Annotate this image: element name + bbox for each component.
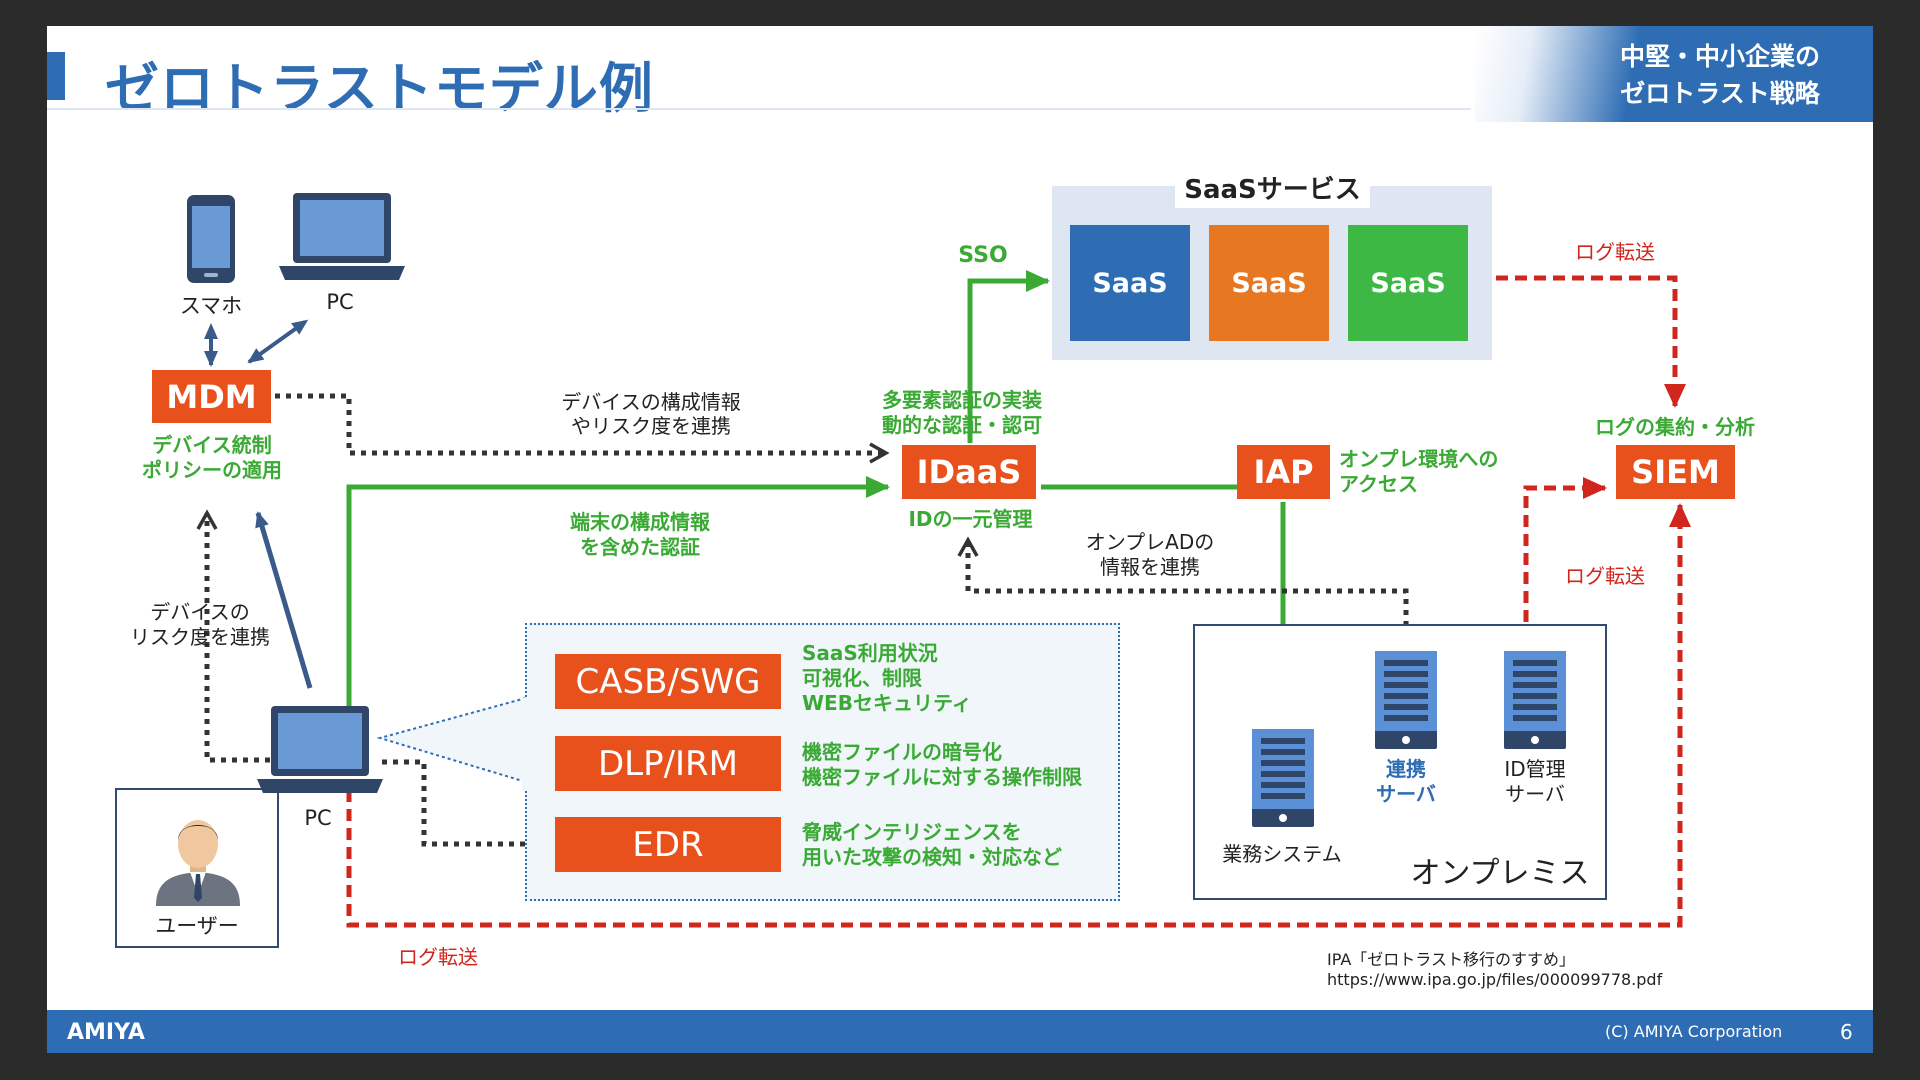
saas-siem-log-arrow [1496,275,1686,408]
footer-brand: AMIYA [67,1020,145,1045]
header-badge [1475,26,1873,122]
callout-pointer [376,697,527,783]
saas-panel-title: SaaSサービス [1175,166,1370,208]
user-laptop-icon [257,706,383,793]
id-server-label: ID管理 サーバ [1485,757,1585,807]
sso-label: SSO [958,243,1008,268]
saas-tile-3: SaaS [1348,225,1468,341]
endpoint-auth-line-1: 端末の構成情報 [570,510,710,534]
link-server-icon [1375,651,1437,749]
saas-tile-1: SaaS [1070,225,1190,341]
reference-citation: IPA「ゼロトラスト移行のすすめ」 https://www.ipa.go.jp/… [1327,950,1662,990]
edr-description: 脅威インテリジェンスを 用いた攻撃の検知・対応など [802,820,1062,870]
link-server-line-2: サーバ [1376,782,1436,806]
footer-copyright: (C) AMIYA Corporation [1605,1022,1783,1041]
casb-desc-line-1: SaaS利用状況 [802,641,938,665]
idaas-above-line-2: 動的な認証・認可 [882,413,1042,437]
idaas-box: IDaaS [902,445,1036,499]
saas-tile-2: SaaS [1209,225,1329,341]
casb-desc-line-2: 可視化、制限 [802,666,922,690]
id-server-line-1: ID管理 [1504,757,1566,781]
mdm-desc-line-1: デバイス統制 [152,433,272,457]
siem-above-label: ログの集約・分析 [1595,415,1755,439]
pc-mdm-arrow [247,319,309,364]
business-system-label: 業務システム [1222,842,1342,866]
mdm-description: デバイス統制 ポリシーの適用 [140,433,284,483]
casb-swg-description: SaaS利用状況 可視化、制限 WEBセキュリティ [802,641,972,716]
laptop-icon [279,193,405,280]
reference-url: https://www.ipa.go.jp/files/000099778.pd… [1327,970,1663,989]
siem-box: SIEM [1616,445,1735,499]
pc-user-label: PC [304,806,332,830]
onprem-siem-log-arrow [1523,477,1607,622]
idaas-above-line-1: 多要素認証の実装 [882,388,1042,412]
device-risk-label: デバイスの リスク度を連携 [125,600,275,650]
pc-idaas-green-arrow [346,476,890,708]
id-server-line-2: サーバ [1505,782,1565,806]
idaas-saas-sso-arrow [967,270,1050,443]
smartphone-icon [187,195,235,283]
device-risk-line-1: デバイスの [150,600,250,624]
business-server-icon [1252,729,1314,827]
device-info-label: デバイスの構成情報 やリスク度を連携 [556,390,746,438]
log-transfer-bottom-label: ログ転送 [398,945,478,969]
dlp-irm-description: 機密ファイルの暗号化 機密ファイルに対する操作制限 [802,740,1082,790]
page-number: 6 [1840,1020,1853,1044]
smartphone-label: スマホ [179,294,243,318]
dlp-desc-line-2: 機密ファイルに対する操作制限 [802,765,1082,789]
badge-line-1: 中堅・中小企業の [1619,42,1820,71]
dlp-desc-line-1: 機密ファイルの暗号化 [802,740,1002,764]
linkserver-idaas-dotted-arrow [957,536,1409,648]
badge-line-2: ゼロトラスト戦略 [1620,79,1820,108]
title-accent-bar [47,52,65,100]
endpoint-auth-line-2: を含めた認証 [580,535,700,559]
footer-bar [47,1010,1873,1053]
id-server-icon [1504,651,1566,749]
casb-desc-line-3: WEBセキュリティ [802,691,972,715]
callout-pointer-mask [522,698,530,790]
edr-box: EDR [555,817,781,872]
onprem-ad-line-2: 情報を連携 [1100,555,1200,579]
user-icon [156,820,240,906]
device-risk-line-2: リスク度を連携 [130,625,270,649]
log-transfer-right-label: ログ転送 [1565,564,1645,588]
title-divider [47,108,1471,110]
onprem-ad-line-1: オンプレADの [1085,530,1215,554]
pc-siem-log-arrow [346,503,1691,928]
pc-mdm-solid-arrow [255,511,313,689]
link-server-label: 連携 サーバ [1356,757,1456,807]
reference-line-1: IPA「ゼロトラスト移行のすすめ」 [1327,950,1575,969]
device-info-line-2: やリスク度を連携 [571,414,731,438]
iap-desc-line-1: オンプレ環境への [1339,447,1499,471]
endpoint-auth-label: 端末の構成情報 を含めた認証 [545,510,735,560]
link-server-line-1: 連携 [1386,757,1426,781]
device-info-line-1: デバイスの構成情報 [561,390,741,414]
iap-description: オンプレ環境への アクセス [1339,447,1498,497]
mdm-idaas-dotted-arrow [275,393,890,464]
header-badge-text: 中堅・中小企業の ゼロトラスト戦略 [1570,38,1870,112]
iap-desc-line-2: アクセス [1339,472,1418,496]
casb-swg-box: CASB/SWG [555,654,781,709]
pc-edr-dotted-line [382,759,553,847]
mdm-box: MDM [152,370,271,423]
onprem-title: オンプレミス [1410,856,1590,891]
user-label: ユーザー [155,914,239,938]
idaas-below-label: IDの一元管理 [908,507,1033,531]
dlp-irm-box: DLP/IRM [555,736,781,791]
onprem-ad-label: オンプレADの 情報を連携 [1070,530,1230,580]
log-transfer-top-label: ログ転送 [1575,240,1655,264]
mdm-desc-line-2: ポリシーの適用 [142,458,282,482]
iap-box: IAP [1237,445,1330,499]
edr-desc-line-2: 用いた攻撃の検知・対応など [802,845,1062,869]
edr-desc-line-1: 脅威インテリジェンスを [802,820,1022,844]
pc-top-label: PC [326,290,354,314]
idaas-above-description: 多要素認証の実装 動的な認証・認可 [872,388,1052,438]
